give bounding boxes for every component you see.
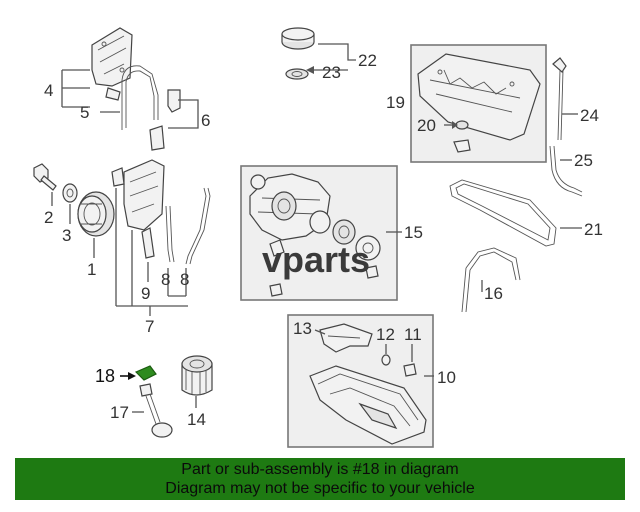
oil-pan-seal-12[interactable] xyxy=(381,354,391,366)
oil-filler-cap[interactable] xyxy=(281,27,315,50)
valve-cover-bracket[interactable] xyxy=(453,139,471,153)
label-15: 15 xyxy=(404,223,423,242)
timing-cover-gasket[interactable] xyxy=(121,65,159,130)
timing-cover-lower[interactable] xyxy=(111,159,165,231)
timing-cover-seal-a[interactable] xyxy=(165,205,175,263)
label-11: 11 xyxy=(404,325,422,344)
label-14: 14 xyxy=(187,410,206,429)
label-6: 6 xyxy=(201,111,210,130)
label-12: 12 xyxy=(376,325,395,344)
valve-cover[interactable] xyxy=(417,53,541,141)
tensioner-guide[interactable] xyxy=(141,227,155,259)
label-7: 7 xyxy=(145,317,154,336)
watermark: vparts xyxy=(262,239,370,280)
label-1: 1 xyxy=(87,260,96,279)
label-19: 19 xyxy=(386,93,405,112)
banner-line-2: Diagram may not be specific to your vehi… xyxy=(165,480,475,497)
label-16: 16 xyxy=(484,284,503,303)
oil-dipstick[interactable] xyxy=(552,57,567,141)
label-2: 2 xyxy=(44,208,53,227)
label-3: 3 xyxy=(62,226,71,245)
oil-filler-cap-seal[interactable] xyxy=(285,68,309,80)
crankshaft-bolt[interactable] xyxy=(33,163,57,191)
label-17: 17 xyxy=(110,403,129,422)
label-13: 13 xyxy=(293,319,312,338)
timing-cover-seal-b[interactable] xyxy=(185,187,211,265)
part-18-highlighted[interactable] xyxy=(134,365,157,381)
timing-cover-bracket-6[interactable] xyxy=(149,89,181,151)
label-10: 10 xyxy=(437,368,456,387)
oil-pickup-tube[interactable] xyxy=(139,383,173,438)
label-25: 25 xyxy=(574,151,593,170)
oil-pan[interactable] xyxy=(309,365,427,445)
label-4: 4 xyxy=(44,81,53,100)
label-5: 5 xyxy=(80,103,89,122)
label-22: 22 xyxy=(358,51,377,70)
info-banner: Part or sub-assembly is #18 in diagram D… xyxy=(15,458,625,500)
crankshaft-washer[interactable] xyxy=(62,183,78,203)
label-8b: 8 xyxy=(180,270,189,289)
oil-filter[interactable] xyxy=(181,355,213,396)
oil-strainer[interactable] xyxy=(319,323,373,353)
label-8a: 8 xyxy=(161,270,170,289)
valve-cover-gasket[interactable] xyxy=(449,179,557,247)
label-23: 23 xyxy=(322,63,341,82)
timing-cover-upper[interactable] xyxy=(91,27,133,87)
label-9: 9 xyxy=(141,284,150,303)
dipstick-tube[interactable] xyxy=(549,145,583,197)
crankshaft-pulley[interactable] xyxy=(77,191,115,237)
oil-pan-gasket[interactable] xyxy=(461,247,521,313)
banner-line-1: Part or sub-assembly is #18 in diagram xyxy=(181,461,459,478)
oil-pan-drain-plug[interactable] xyxy=(403,363,417,377)
label-24: 24 xyxy=(580,106,599,125)
timing-cover-bracket[interactable] xyxy=(105,87,121,101)
oil-pump[interactable] xyxy=(249,173,381,297)
label-21: 21 xyxy=(584,220,603,239)
label-18: 18 xyxy=(95,366,115,386)
label-20: 20 xyxy=(417,116,436,135)
